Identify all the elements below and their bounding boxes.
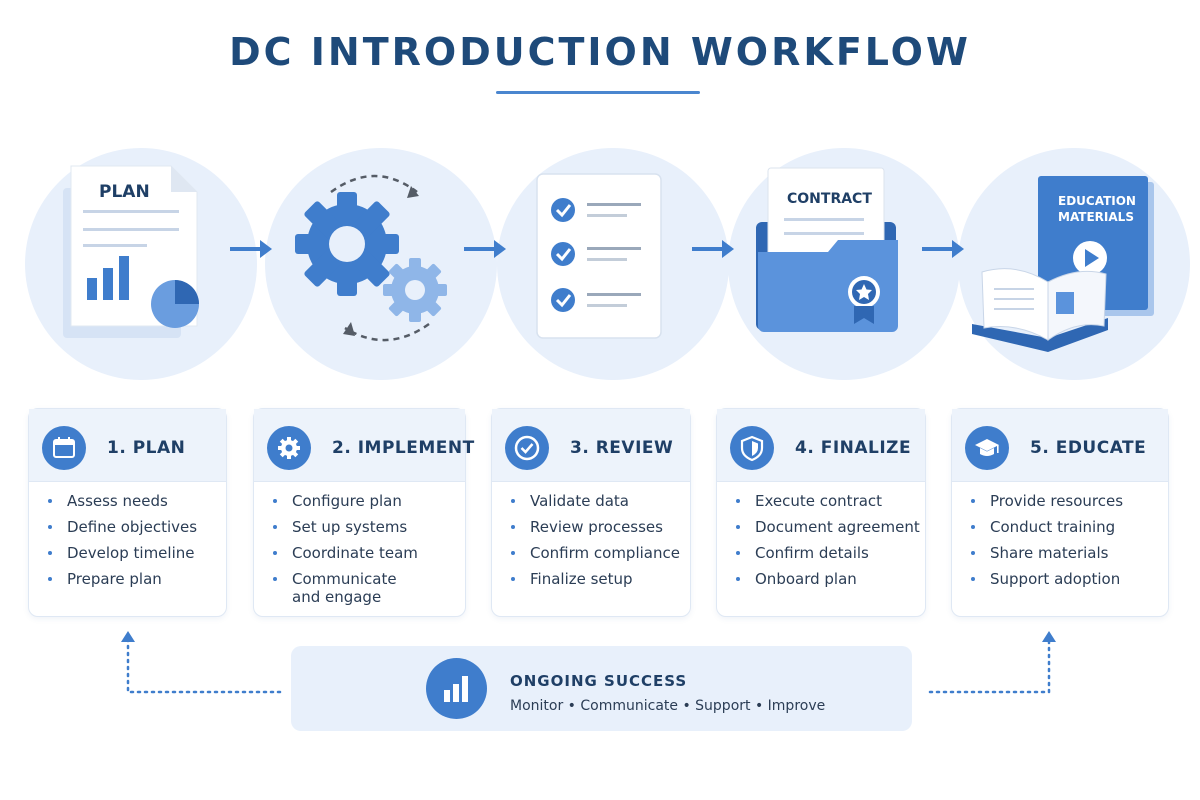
list-item: Validate data	[492, 492, 690, 510]
plan-illustration: PLAN	[25, 148, 257, 380]
list-item: Finalize setup	[492, 570, 690, 588]
education-label-2: MATERIALS	[1058, 210, 1134, 224]
education-illustration: EDUCATION MATERIALS	[958, 148, 1190, 380]
step-list: Execute contract Document agreement Conf…	[717, 482, 925, 588]
card-header: 5. EDUCATE	[952, 409, 1168, 482]
card-title: 5. EDUCATE	[1030, 438, 1147, 458]
step-list: Configure plan Set up systems Coordinate…	[254, 482, 465, 606]
graduation-cap-icon	[965, 426, 1009, 470]
list-item: Assess needs	[29, 492, 226, 510]
loop-arrow-right-icon	[928, 631, 1056, 694]
card-title: 3. REVIEW	[570, 438, 674, 458]
card-title: 2. IMPLEMENT	[332, 438, 475, 458]
gear-icon	[267, 426, 311, 470]
list-item: Review processes	[492, 518, 690, 536]
list-item-line: and engage	[292, 588, 382, 606]
list-item: Prepare plan	[29, 570, 226, 588]
card-title: 1. PLAN	[107, 438, 186, 458]
card-header: 4. FINALIZE	[717, 409, 925, 482]
step-list: Provide resources Conduct training Share…	[952, 482, 1168, 588]
list-item: Confirm details	[717, 544, 925, 562]
loop-arrow-left-icon	[121, 631, 282, 694]
list-item: Configure plan	[254, 492, 465, 510]
list-item: Onboard plan	[717, 570, 925, 588]
card-title: 4. FINALIZE	[795, 438, 912, 458]
list-item: Coordinate team	[254, 544, 465, 562]
ongoing-success-subtitle: Monitor • Communicate • Support • Improv…	[510, 698, 826, 714]
list-item: Support adoption	[952, 570, 1168, 588]
list-item: Set up systems	[254, 518, 465, 536]
step-list: Validate data Review processes Confirm c…	[492, 482, 690, 588]
gears-illustration	[265, 148, 497, 380]
step-card-educate: 5. EDUCATE Provide resources Conduct tra…	[951, 408, 1169, 617]
step-card-review: 3. REVIEW Validate data Review processes…	[491, 408, 691, 617]
ongoing-success-title: ONGOING SUCCESS	[510, 672, 688, 690]
arrow-right-icon	[922, 240, 964, 258]
list-item: Conduct training	[952, 518, 1168, 536]
list-item-line: Communicate	[292, 570, 397, 588]
arrow-right-icon	[464, 240, 506, 258]
education-label-1: EDUCATION	[1058, 194, 1136, 208]
title-underline	[496, 91, 700, 94]
card-header: 2. IMPLEMENT	[254, 409, 474, 482]
calendar-icon	[42, 426, 86, 470]
list-item: Develop timeline	[29, 544, 226, 562]
list-item: Document agreement	[717, 518, 925, 536]
step-card-plan: 1. PLAN Assess needs Define objectives D…	[28, 408, 227, 617]
page-title: DC INTRODUCTION WORKFLOW	[229, 30, 971, 74]
list-item: Share materials	[952, 544, 1168, 562]
shield-check-icon	[730, 426, 774, 470]
card-header: 3. REVIEW	[492, 409, 690, 482]
step-card-implement: 2. IMPLEMENT Configure plan Set up syste…	[253, 408, 474, 617]
arrow-right-icon	[230, 240, 272, 258]
check-circle-icon	[505, 426, 549, 470]
list-item: Define objectives	[29, 518, 226, 536]
card-header: 1. PLAN	[29, 409, 226, 482]
contract-label: CONTRACT	[787, 191, 872, 207]
ongoing-success-box: ONGOING SUCCESS Monitor • Communicate • …	[291, 646, 912, 731]
list-item: Execute contract	[717, 492, 925, 510]
list-item: Provide resources	[952, 492, 1168, 510]
plan-doc-label: PLAN	[99, 182, 150, 202]
bar-chart-icon	[426, 658, 487, 719]
contract-illustration: CONTRACT	[728, 148, 960, 380]
step-card-finalize: 4. FINALIZE Execute contract Document ag…	[716, 408, 926, 617]
step-list: Assess needs Define objectives Develop t…	[29, 482, 226, 588]
checklist-illustration	[497, 148, 729, 380]
list-item: Confirm compliance	[492, 544, 690, 562]
arrow-right-icon	[692, 240, 734, 258]
